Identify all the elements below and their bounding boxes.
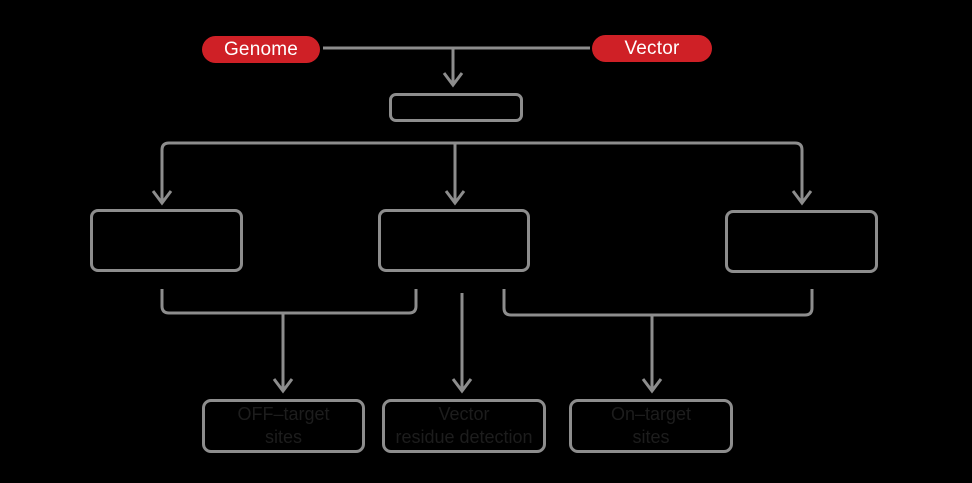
left-merge-bracket-line <box>160 289 418 315</box>
off-target-sites-box: OFF–target sites <box>202 399 365 453</box>
branch-box-left <box>90 209 243 272</box>
genome-node: Genome <box>202 36 320 63</box>
top-down-arrowhead-icon <box>442 72 464 88</box>
distribution-line <box>160 141 804 201</box>
process-box <box>389 93 523 122</box>
right-merge-arrowhead-icon <box>641 378 663 394</box>
on-target-sites-box: On–target sites <box>569 399 733 453</box>
right-merge-bracket-line <box>502 289 814 317</box>
vector-residue-detection-box: Vector residue detection <box>382 399 546 453</box>
vector-node-label: Vector <box>624 37 680 59</box>
left-merge-arrowhead-icon <box>272 378 294 394</box>
vector-residue-detection-label: Vector residue detection <box>395 404 533 447</box>
vector-node: Vector <box>592 35 712 62</box>
off-target-sites-label: OFF–target sites <box>237 404 330 447</box>
branch-box-right <box>725 210 878 273</box>
on-target-sites-label: On–target sites <box>610 404 692 447</box>
distribution-left-arrowhead-icon <box>151 190 173 206</box>
branch-box-center <box>378 209 530 272</box>
center-drop-arrowhead-icon <box>451 378 473 394</box>
distribution-right-arrowhead-icon <box>791 190 813 206</box>
distribution-center-arrowhead-icon <box>444 190 466 206</box>
genome-node-label: Genome <box>223 38 299 60</box>
